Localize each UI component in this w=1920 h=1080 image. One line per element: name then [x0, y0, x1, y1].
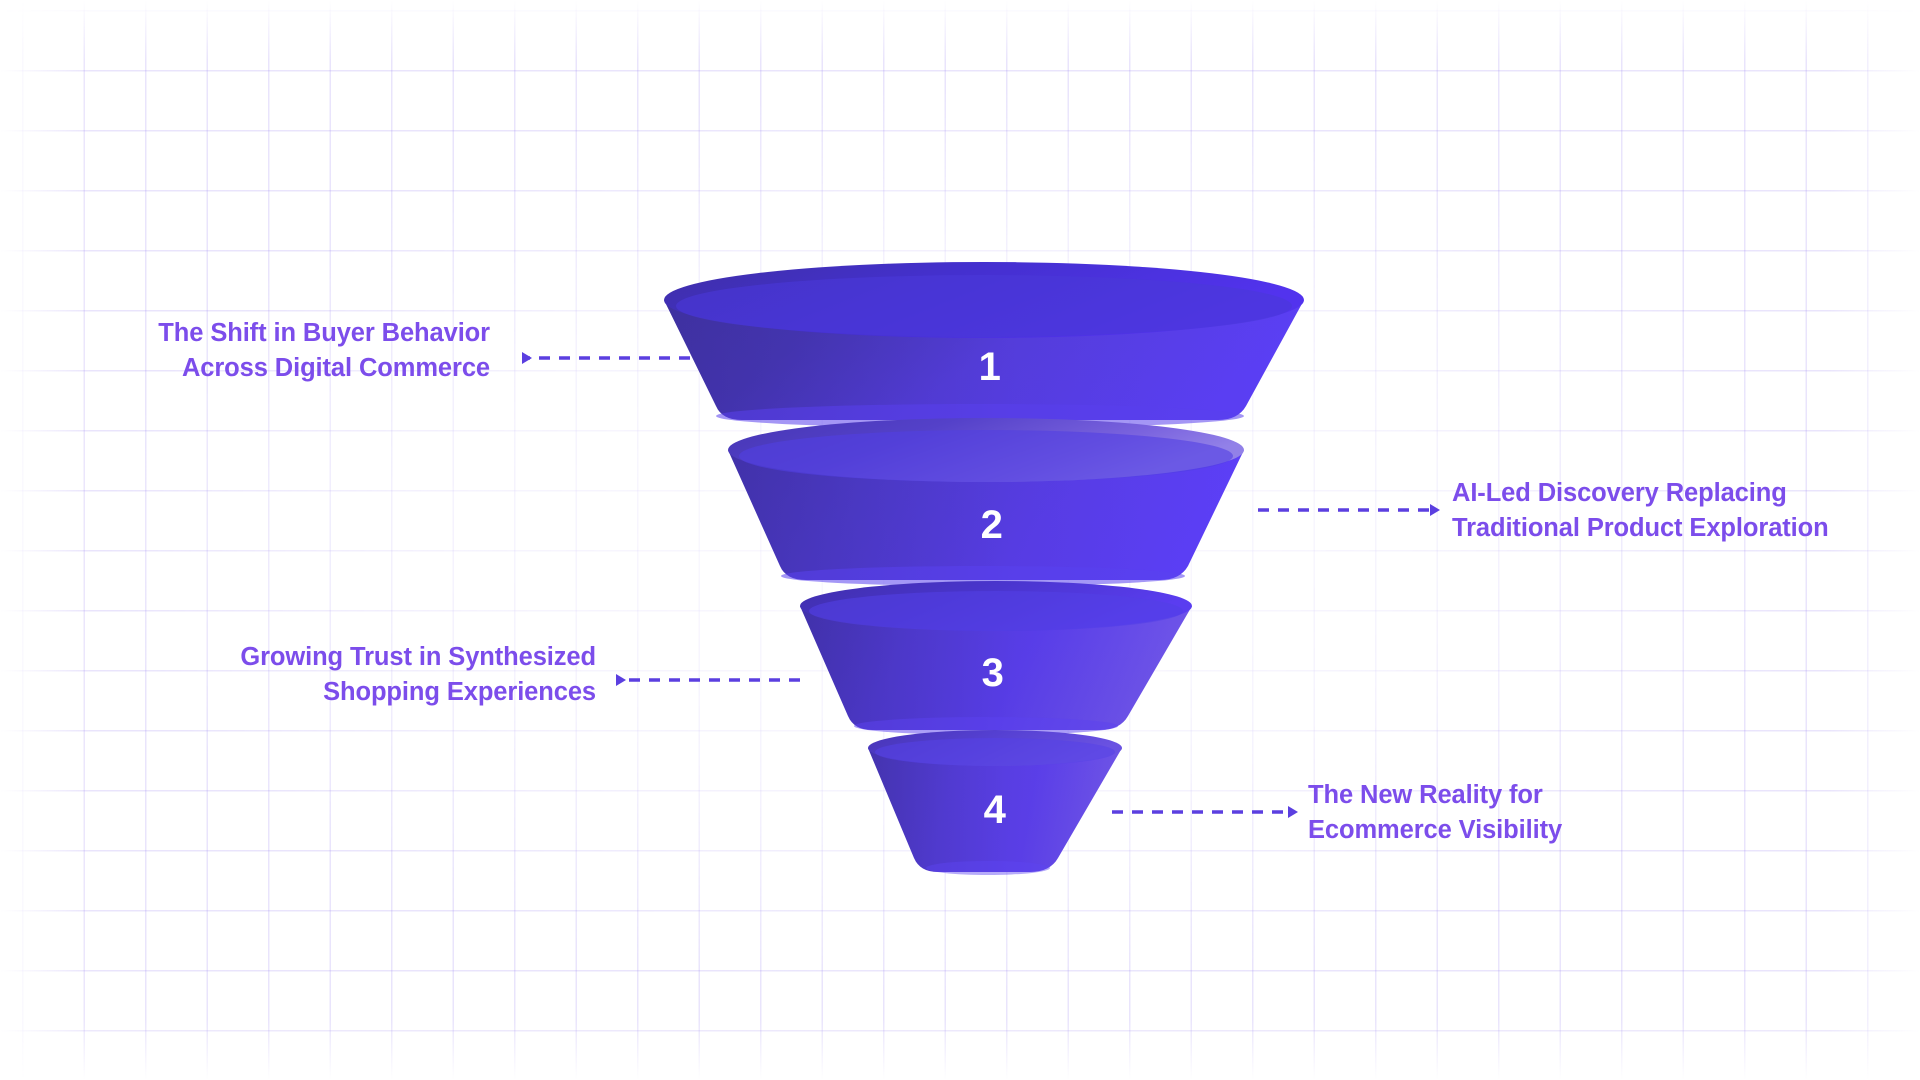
- segment-2-label: AI-Led Discovery Replacing Traditional P…: [1452, 479, 1829, 542]
- segment-4-number: 4: [983, 788, 1007, 832]
- segment-3-bottom-rim: [854, 717, 1118, 735]
- segment-2-inner-lip: [739, 430, 1233, 482]
- segment-3-label: Growing Trust in Synthesized Shopping Ex…: [240, 643, 596, 706]
- funnel-segment-4[interactable]: [868, 730, 1122, 875]
- funnel-segment-2[interactable]: [728, 418, 1244, 586]
- segment-1-bottom-rim: [716, 404, 1244, 428]
- segment-2-shade: [728, 450, 1244, 580]
- segment-3-inner-lip: [809, 591, 1183, 631]
- segment-3-number: 3: [981, 651, 1005, 695]
- segment-1-inner-lip: [676, 275, 1292, 337]
- segment-4-bottom-rim: [926, 861, 1050, 875]
- segment-4-label: The New Reality for Ecommerce Visibility: [1308, 781, 1563, 844]
- segment-3-shade: [800, 606, 1192, 730]
- funnel-segment-1[interactable]: [664, 262, 1304, 428]
- segment-2-number: 2: [980, 503, 1004, 547]
- segment-4-inner-lip: [875, 738, 1115, 766]
- segment-1-number: 1: [978, 345, 1002, 389]
- segment-1-label: The Shift in Buyer Behavior Across Digit…: [158, 319, 490, 382]
- segment-4-shade: [868, 748, 1122, 872]
- funnel-segment-3[interactable]: [800, 581, 1192, 735]
- segment-2-bottom-rim: [781, 566, 1185, 586]
